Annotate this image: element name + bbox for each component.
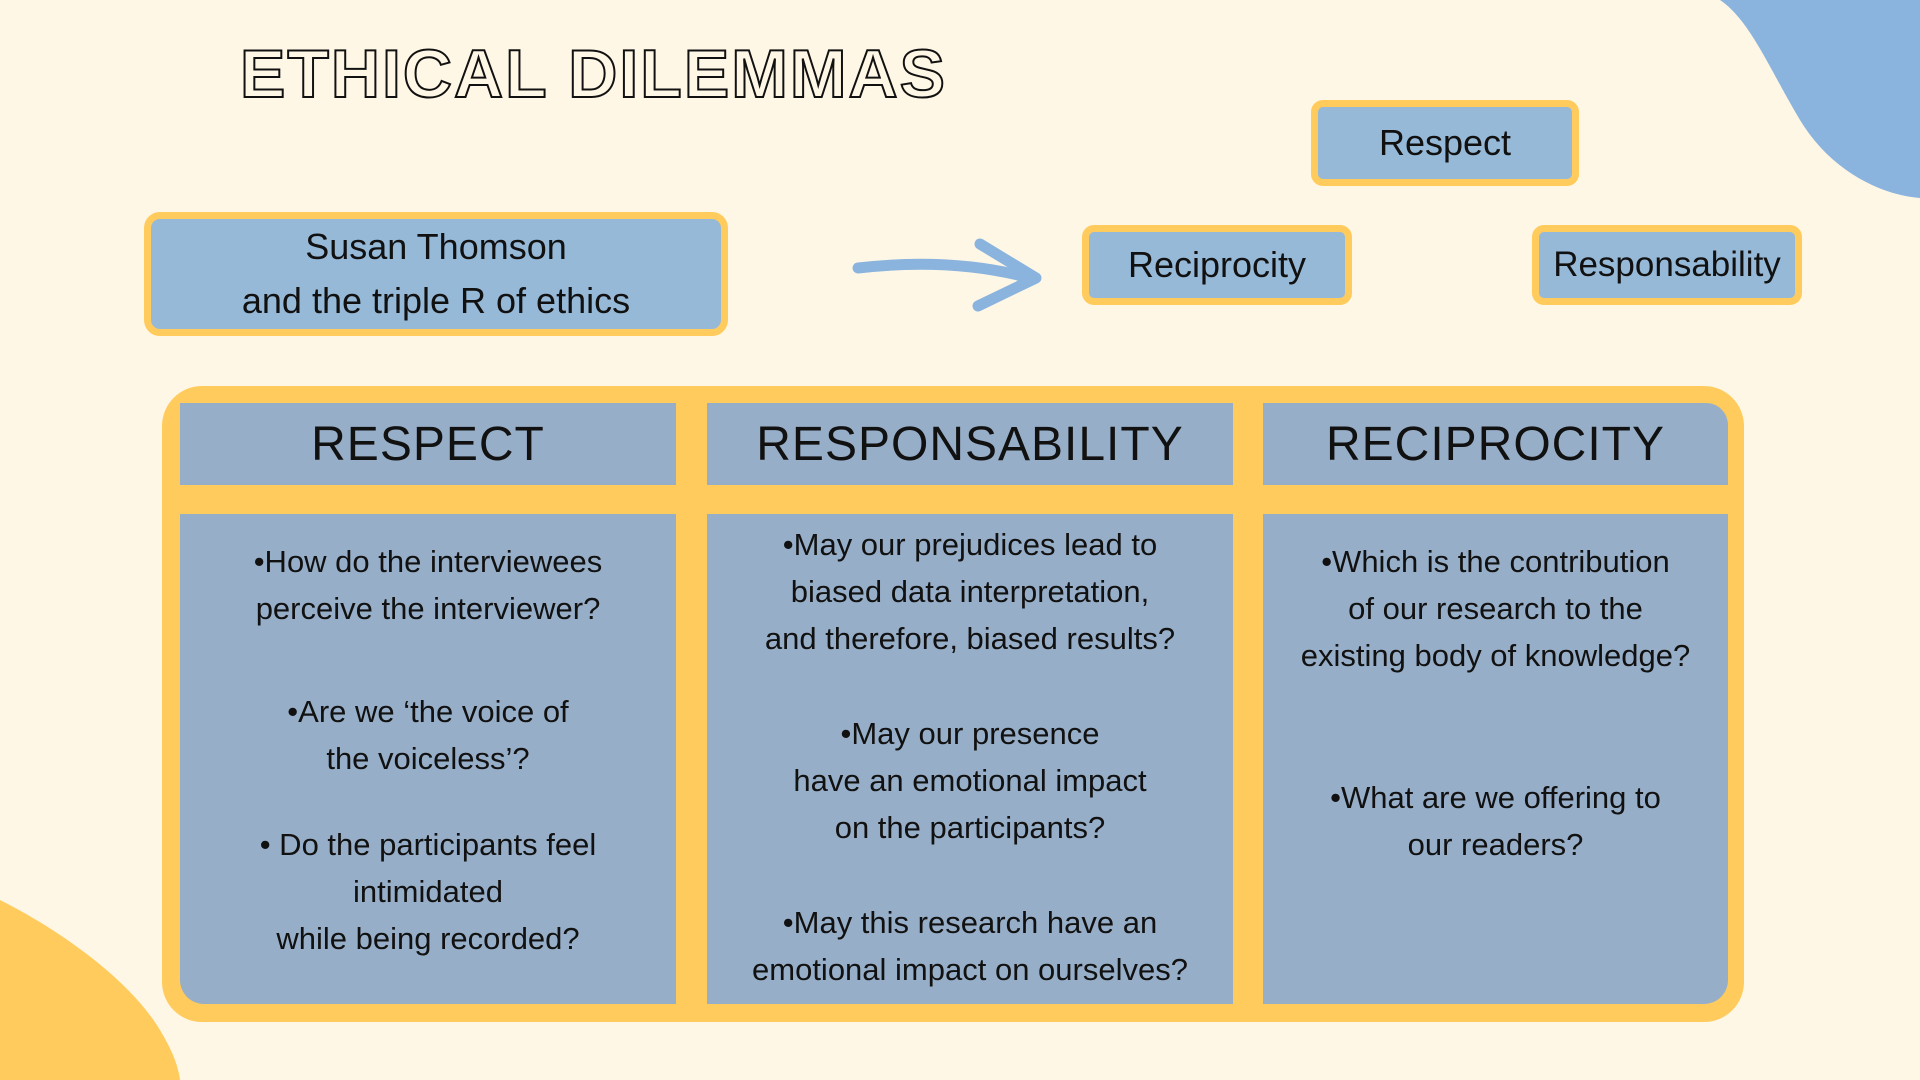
column-body-responsability: •May our prejudices lead to biased data … [707, 514, 1233, 1004]
author-box: Susan Thomson and the triple R of ethics [144, 212, 728, 336]
concept-label: Respect [1378, 122, 1512, 163]
question: •Are we ‘the voice of the voiceless’? [287, 694, 569, 776]
author-name: Susan Thomson [305, 226, 567, 267]
question: •Which is the contribution of our resear… [1300, 544, 1691, 673]
column-header-reciprocity: RECIPROCITY [1263, 403, 1728, 485]
arrow-right-icon [852, 238, 1042, 312]
decorative-blob-top-right [1720, 0, 1920, 198]
question: •May our prejudices lead to biased data … [764, 527, 1176, 656]
concept-box-responsability: Responsability [1532, 225, 1802, 305]
page-title: ETHICAL DILEMMAS [239, 36, 947, 112]
concept-label: Responsability [1553, 245, 1781, 284]
column-body-respect: •How do the interviewees perceive the in… [180, 514, 676, 1004]
question: •What are we offering to our readers? [1330, 780, 1661, 862]
author-subtitle: and the triple R of ethics [241, 280, 631, 321]
concept-label: Reciprocity [1127, 244, 1307, 285]
column-body-reciprocity: •Which is the contribution of our resear… [1263, 514, 1728, 1004]
ethics-table: RESPECT RESPONSABILITY RECIPROCITY •How … [162, 386, 1744, 1022]
question: •May our presence have an emotional impa… [793, 716, 1147, 845]
question: •How do the interviewees perceive the in… [253, 544, 603, 626]
question: •May this research have an emotional imp… [752, 905, 1188, 987]
column-header-respect: RESPECT [180, 403, 676, 485]
question: • Do the participants feel intimidated w… [259, 827, 597, 956]
decorative-blob-bottom-left [0, 900, 180, 1080]
column-header-responsability: RESPONSABILITY [707, 403, 1233, 485]
concept-box-respect: Respect [1311, 100, 1579, 186]
concept-box-reciprocity: Reciprocity [1082, 225, 1352, 305]
